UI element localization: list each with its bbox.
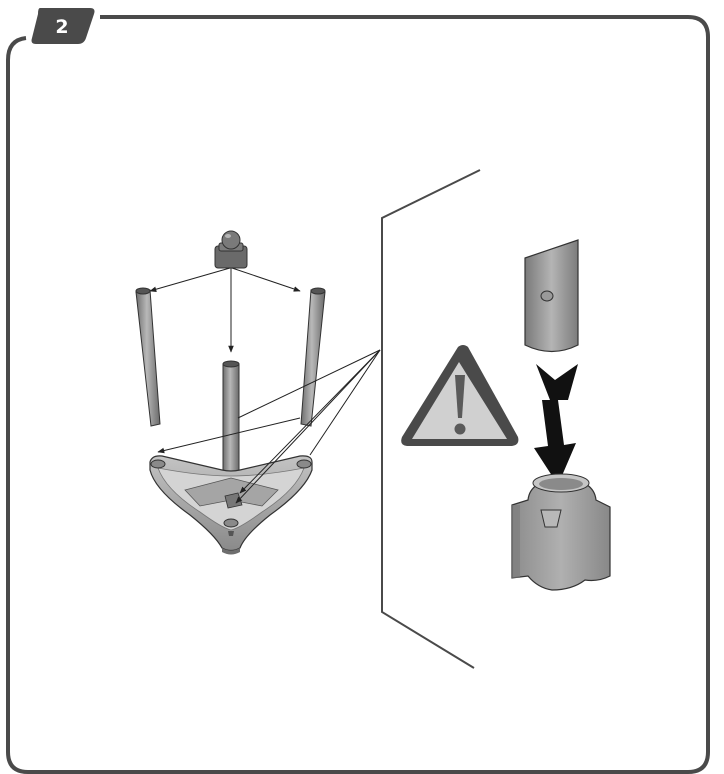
top-connector <box>215 231 247 268</box>
panel-frame <box>8 17 708 772</box>
tube-segment <box>525 240 578 352</box>
exploded-assembly <box>136 231 380 555</box>
down-arrow-icon <box>534 364 578 485</box>
tripod-base <box>150 456 312 555</box>
left-tube <box>136 288 160 426</box>
detail-panel <box>382 170 610 668</box>
connector-arrows <box>150 268 300 352</box>
right-tube <box>301 288 325 426</box>
warning-triangle-icon <box>401 345 518 446</box>
step-number: 2 <box>55 16 68 38</box>
base-socket <box>512 474 610 590</box>
step-badge: 2 <box>32 8 95 44</box>
